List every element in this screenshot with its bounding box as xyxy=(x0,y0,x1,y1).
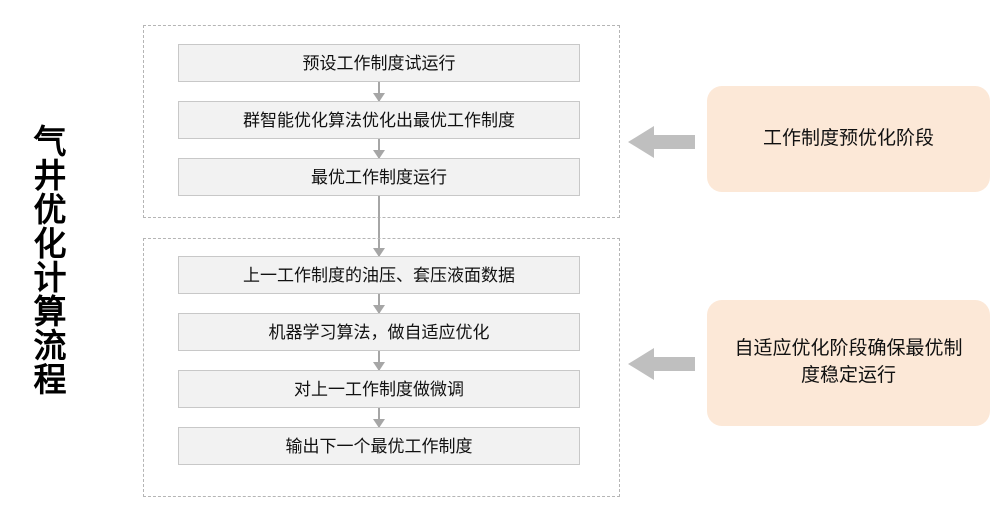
arrow-down-icon xyxy=(378,196,380,256)
arrow-down-icon xyxy=(378,139,380,158)
process-box[interactable]: 最优工作制度运行 xyxy=(178,158,580,196)
arrow-left-icon xyxy=(628,348,695,380)
arrow-left-icon xyxy=(628,126,695,158)
group-adaptive-optimization xyxy=(143,238,620,497)
process-box[interactable]: 机器学习算法，做自适应优化 xyxy=(178,313,580,351)
process-box[interactable]: 对上一工作制度做微调 xyxy=(178,370,580,408)
arrow-down-icon xyxy=(378,82,380,101)
arrow-down-icon xyxy=(378,294,380,313)
arrow-shaft xyxy=(653,357,695,371)
process-box[interactable]: 群智能优化算法优化出最优工作制度 xyxy=(178,101,580,139)
arrow-shaft xyxy=(653,135,695,149)
page-title: 气井优化计算流程 xyxy=(29,124,66,396)
callout-adaptive-optimization: 自适应优化阶段确保最优制度稳定运行 xyxy=(707,300,990,426)
arrow-head xyxy=(628,126,654,158)
process-box[interactable]: 预设工作制度试运行 xyxy=(178,44,580,82)
arrow-down-icon xyxy=(378,351,380,370)
group-pre-optimization xyxy=(143,25,620,218)
arrow-down-icon xyxy=(378,408,380,427)
callout-pre-optimization: 工作制度预优化阶段 xyxy=(707,86,990,192)
process-box[interactable]: 输出下一个最优工作制度 xyxy=(178,427,580,465)
process-box[interactable]: 上一工作制度的油压、套压液面数据 xyxy=(178,256,580,294)
arrow-head xyxy=(628,348,654,380)
